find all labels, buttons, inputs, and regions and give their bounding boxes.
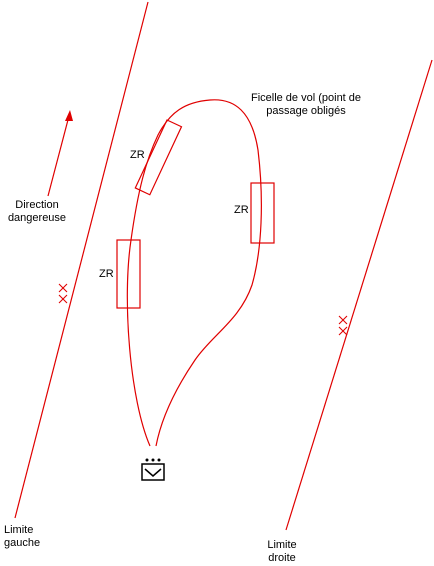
flight-string-label-line1: Ficelle de vol (point de [250, 92, 362, 104]
zr-box-lower-left [116, 239, 141, 309]
right-limit-label-line1: Limite [267, 539, 297, 551]
left-limit-label-line2: gauche [4, 537, 41, 549]
arrow-up-icon [47, 110, 73, 197]
flight-string-label-line2: passage obligés [266, 105, 346, 117]
launch-box-icon [141, 458, 165, 481]
flight-path [126, 99, 262, 447]
zr-box-right [250, 182, 275, 244]
right-limit-label-line2: droite [268, 552, 296, 564]
right-limit-label: Limite droite [262, 539, 302, 565]
zr-label-lower-left: ZR [99, 268, 114, 280]
right-limit-line [285, 59, 433, 531]
direction-label-line2: dangereuse [7, 212, 67, 224]
zr-label-upper-left: ZR [130, 149, 145, 161]
direction-label: Direction dangereuse [2, 199, 72, 225]
flight-string-label: Ficelle de vol (point de passage obligés [236, 92, 376, 118]
zr-box-upper-left [134, 119, 183, 196]
zr-label-right: ZR [234, 204, 249, 216]
direction-label-line1: Direction [15, 199, 59, 211]
cross-marker-icon [338, 315, 348, 336]
cross-marker-icon [58, 283, 68, 304]
left-limit-line [14, 1, 149, 519]
left-limit-label-line1: Limite [4, 524, 34, 536]
left-limit-label: Limite gauche [4, 524, 40, 550]
